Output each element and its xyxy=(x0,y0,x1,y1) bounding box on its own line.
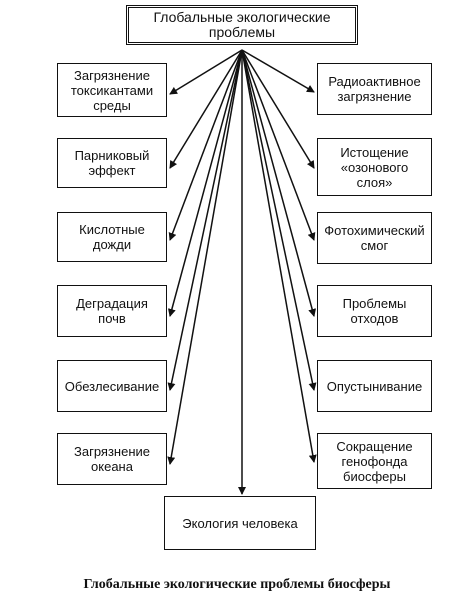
node-left-1: Загрязнение токсикантами среды xyxy=(57,63,167,117)
node-right-4: Проблемы отходов xyxy=(317,285,432,337)
arrow-to-right-2 xyxy=(241,49,315,169)
arrow-to-left-4 xyxy=(167,49,243,317)
node-right-2: Истощение «озонового слоя» xyxy=(317,138,432,196)
arrow-to-left-2 xyxy=(169,49,243,169)
arrow-to-right-1 xyxy=(241,49,315,93)
arrow-to-right-6 xyxy=(241,49,317,463)
node-left-4: Деградация почв xyxy=(57,285,167,337)
arrow-to-left-3 xyxy=(168,49,243,241)
node-right-6: Сокращение генофонда биосферы xyxy=(317,433,432,489)
node-left-3: Кислотные дожди xyxy=(57,212,167,262)
node-bottom: Экология человека xyxy=(164,496,316,550)
arrow-to-left-5 xyxy=(167,49,243,391)
node-left-6: Загрязнение океана xyxy=(57,433,167,485)
node-right-1: Радиоактивное загрязнение xyxy=(317,63,432,115)
arrow-to-right-4 xyxy=(241,49,317,317)
root-node-title: Глобальные экологические проблемы xyxy=(126,5,358,45)
arrow-to-left-1 xyxy=(169,49,243,95)
arrow-to-right-3 xyxy=(241,49,316,241)
node-left-5: Обезлесивание xyxy=(57,360,167,412)
figure-caption: Глобальные экологические проблемы биосфе… xyxy=(83,577,391,592)
arrow-to-left-6 xyxy=(167,49,243,465)
arrow-to-right-5 xyxy=(241,49,317,391)
node-left-2: Парниковый эффект xyxy=(57,138,167,188)
node-right-5: Опустынивание xyxy=(317,360,432,412)
node-right-3: Фотохимический смог xyxy=(317,212,432,264)
